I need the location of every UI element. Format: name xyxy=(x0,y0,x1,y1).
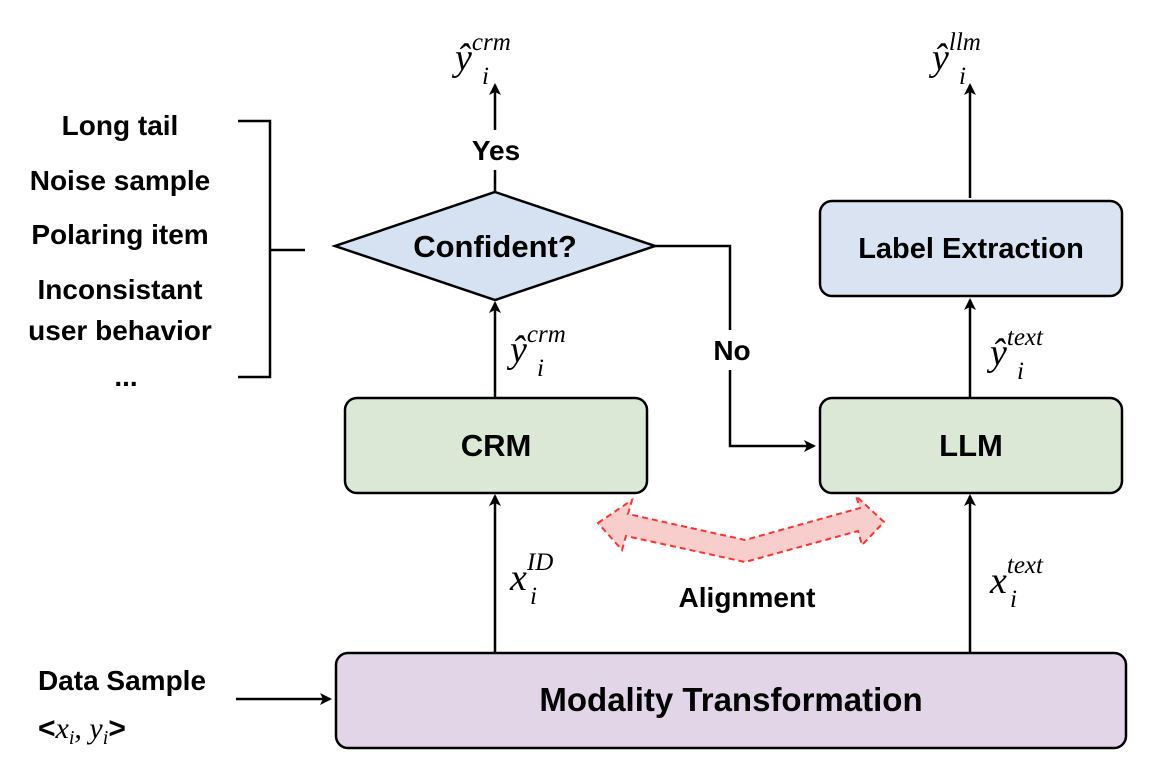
label-extraction-box xyxy=(818,199,1124,298)
problem-list: Long tail Noise sample Polaring item Inc… xyxy=(28,110,212,392)
no-label-bg xyxy=(705,330,757,370)
no-label: No xyxy=(713,335,750,366)
modality-transformation-box xyxy=(334,651,1128,750)
yes-label: Yes xyxy=(472,135,520,166)
list-item-long-tail: Long tail xyxy=(62,110,179,141)
confident-diamond xyxy=(331,190,659,302)
label-extraction-label: Label Extraction xyxy=(858,233,1084,265)
alignment-double-arrow xyxy=(596,495,886,564)
list-item-user-behavior: user behavior xyxy=(28,315,212,346)
confident-label: Confident? xyxy=(413,229,577,264)
data-sample-title: Data Sample xyxy=(38,665,206,696)
list-item-inconsistant: Inconsistant xyxy=(38,274,203,305)
list-item-polaring-item: Polaring item xyxy=(31,219,208,250)
yes-label-bg xyxy=(465,130,527,170)
modality-transformation-label: Modality Transformation xyxy=(539,681,922,718)
list-bracket xyxy=(238,119,305,379)
list-item-noise-sample: Noise sample xyxy=(30,165,211,196)
data-sample-tuple: <xi, yi> xyxy=(38,712,126,749)
crm-label: CRM xyxy=(461,428,532,463)
alignment-label: Alignment xyxy=(679,582,816,613)
llm-label: LLM xyxy=(939,428,1003,463)
list-item-ellipsis: ... xyxy=(114,361,137,392)
